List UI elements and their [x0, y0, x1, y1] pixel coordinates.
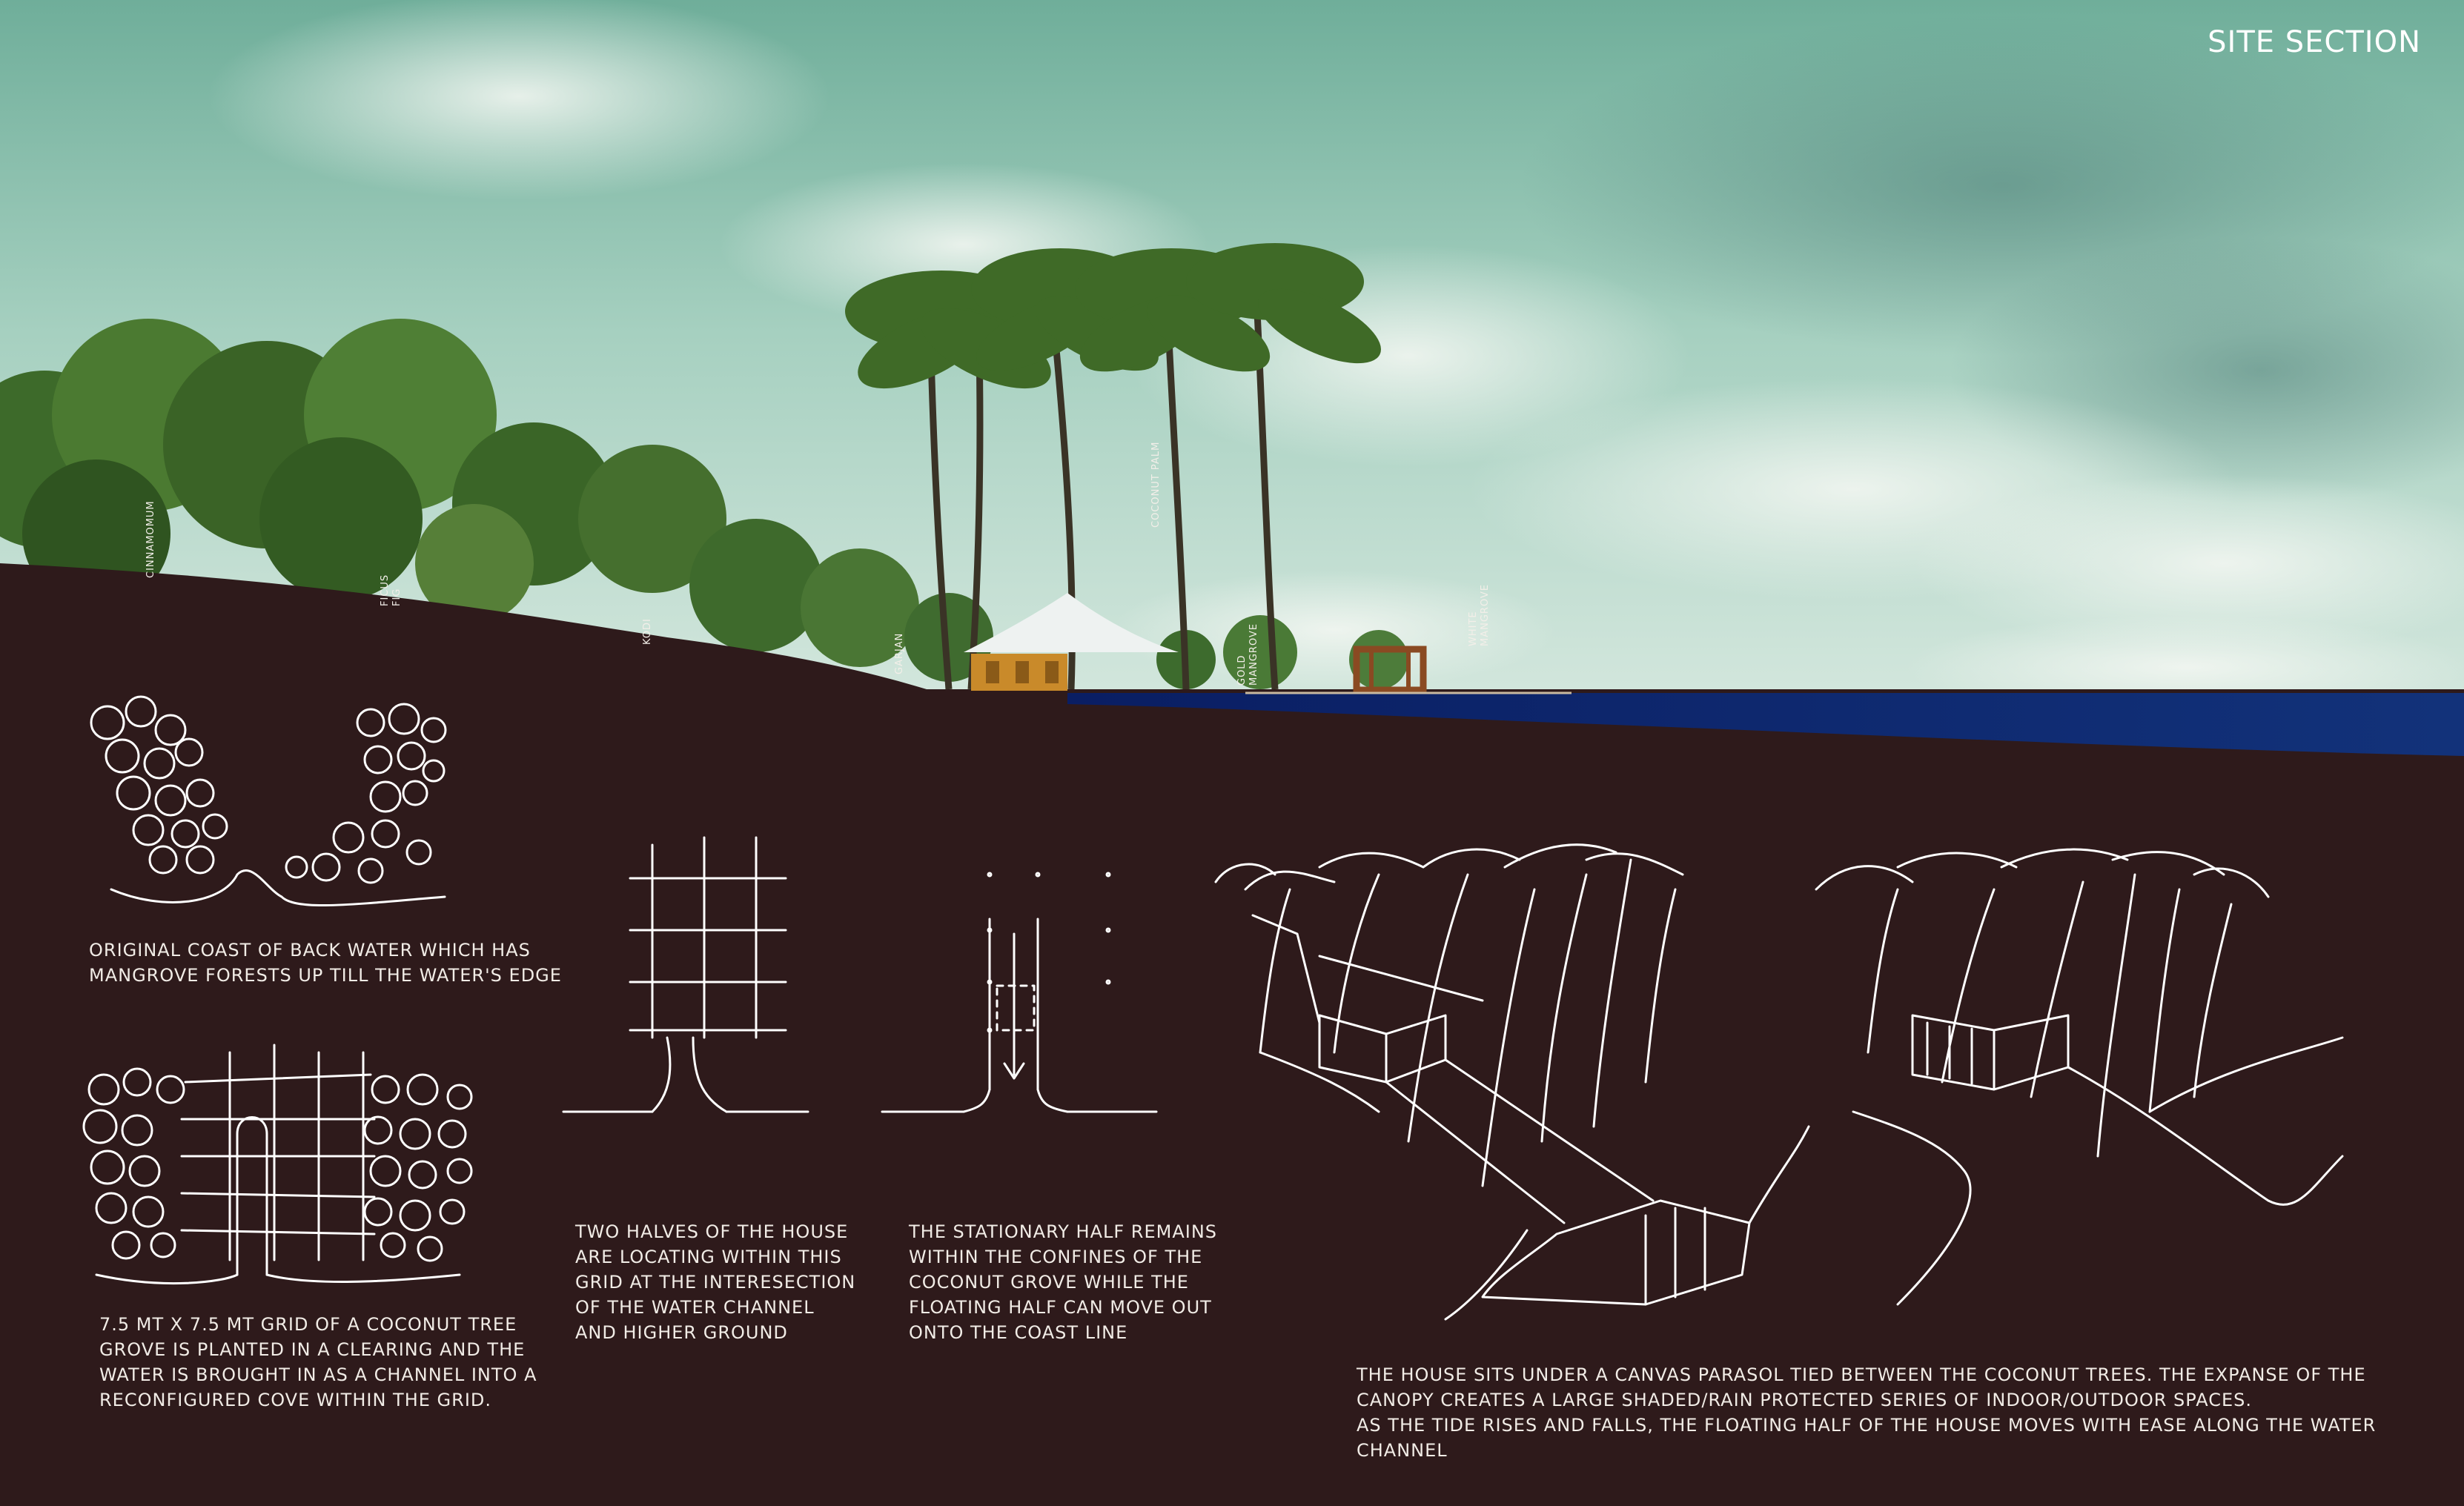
tree-canopy [0, 319, 1408, 689]
page-title: SITE SECTION [2208, 25, 2421, 59]
caption-grid-grove: 7.5 MT X 7.5 MT GRID OF A COCONUT TREE G… [99, 1314, 537, 1410]
parasol-house [964, 593, 1179, 691]
sky [0, 0, 2464, 741]
caption-two-halves: TWO HALVES OF THE HOUSE ARE LOCATING WIT… [575, 1221, 856, 1343]
floating-half-frame [1245, 646, 1572, 694]
caption-original-coast: ORIGINAL COAST OF BACK WATER WHICH HAS M… [89, 940, 562, 986]
caption-canvas-parasol: THE HOUSE SITS UNDER A CANVAS PARASOL TI… [1357, 1364, 2377, 1461]
sketch-perspective-channel [1815, 848, 2344, 1306]
caption-stationary-half: THE STATIONARY HALF REMAINS WITHIN THE C… [909, 1221, 1218, 1343]
backwater [1067, 693, 2464, 756]
coconut-palms [845, 243, 1381, 690]
ground-section [0, 563, 2464, 1506]
sketch-original-coast [90, 695, 447, 907]
sketch-stationary-half [881, 872, 1158, 1113]
sketch-grid-grove [82, 1044, 473, 1285]
sketch-perspective-grove [1214, 843, 1810, 1321]
sketch-two-halves [562, 836, 809, 1113]
